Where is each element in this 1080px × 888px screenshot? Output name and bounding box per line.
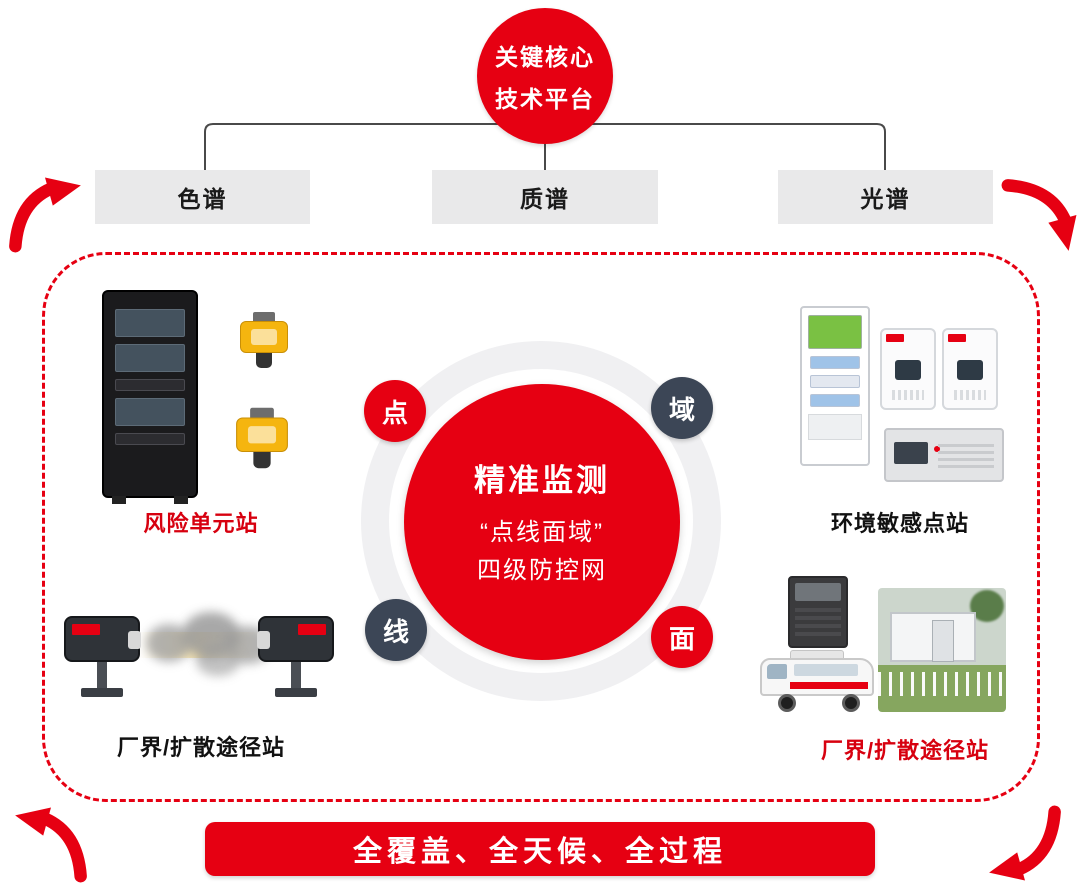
rack-screen — [115, 398, 185, 426]
analyzer-brand-mark — [948, 334, 966, 342]
dashed-monitoring-region — [42, 252, 1040, 802]
center-title: 精准监测 — [474, 463, 610, 499]
monitoring-cabinet-illustration — [800, 306, 870, 466]
monitor-body — [257, 616, 334, 662]
branch-chromatography: 色谱 — [95, 170, 310, 224]
rack-screen — [115, 309, 185, 337]
platform-title-line2: 技术平台 — [495, 86, 595, 112]
bench-instrument-illustration — [884, 428, 1004, 482]
server-rack-illustration — [102, 290, 198, 504]
platform-circle: 关键核心 技术平台 — [477, 8, 613, 144]
platform-title-line1: 关键核心 — [495, 44, 595, 70]
branch-mass-spectrometry: 质谱 — [432, 170, 658, 224]
analyzer-box-illustration — [880, 328, 936, 410]
outdoor-cabinet-illustration — [788, 576, 848, 648]
banner-label: 全覆盖、全天候、全过程 — [352, 836, 727, 868]
monitoring-van-illustration — [760, 650, 876, 712]
rack-slot — [115, 433, 185, 445]
instrument-indicator — [934, 446, 940, 452]
cabinet-grid — [795, 606, 841, 636]
analyzer-brand-mark — [886, 334, 904, 342]
cabinet-base — [808, 414, 862, 440]
station-label-env-sensitive: 环境敏感点站 — [830, 511, 970, 536]
detector-face — [247, 426, 277, 444]
monitor-lens — [128, 631, 141, 649]
instrument-vents — [938, 440, 994, 468]
van-body — [760, 658, 874, 696]
monitor-post — [291, 662, 301, 688]
van-windshield — [767, 664, 787, 679]
instrument-panel — [894, 442, 928, 464]
fence — [878, 672, 1006, 696]
monitor-body — [64, 616, 141, 662]
cabinet-slot — [810, 356, 860, 369]
branch-spectroscopy: 光谱 — [778, 170, 993, 224]
cabinet-slot — [810, 375, 860, 388]
node-point-label: 点 — [381, 397, 408, 428]
center-subtitle-2: 四级防控网 — [477, 556, 607, 584]
gas-detector-illustration — [232, 407, 292, 469]
rack-screen — [115, 344, 185, 372]
detector-sensor — [253, 452, 271, 469]
cabinet-slot — [810, 394, 860, 407]
open-path-monitor-illustration — [257, 616, 334, 697]
monitor-base — [81, 688, 123, 697]
van-wheel — [842, 694, 860, 712]
cabinet-panel — [795, 583, 841, 601]
rack-foot — [112, 496, 126, 504]
node-line: 线 — [365, 599, 427, 661]
analyzer-vent — [892, 390, 924, 400]
open-path-monitor-illustration — [64, 616, 141, 697]
analyzer-window — [895, 360, 921, 380]
detector-cap — [253, 312, 275, 321]
branch-spectroscopy-label: 光谱 — [860, 186, 911, 212]
node-area: 域 — [651, 377, 713, 439]
center-subtitle-1: “点线面域” — [480, 519, 604, 547]
analyzer-window — [957, 360, 983, 380]
cabinet-screen — [808, 315, 862, 349]
station-label-boundary-left: 厂界/扩散途径站 — [116, 735, 286, 760]
station-label-risk-unit: 风险单元站 — [143, 511, 259, 536]
monitor-brand-tag — [298, 624, 326, 635]
curved-arrow-bottom-right-icon — [986, 804, 1064, 882]
monitor-base — [275, 688, 317, 697]
container-door — [932, 620, 954, 662]
van-red-stripe — [790, 682, 868, 689]
node-point: 点 — [364, 380, 426, 442]
gas-detector-illustration — [236, 312, 292, 368]
station-label-boundary-right: 厂界/扩散途径站 — [820, 738, 990, 763]
node-surface-label: 面 — [668, 623, 695, 654]
analyzer-vent — [954, 390, 986, 400]
detector-face — [251, 329, 277, 345]
bottom-banner: 全覆盖、全天候、全过程 — [205, 822, 875, 876]
curved-arrow-top-left-icon — [6, 176, 84, 254]
smoke-cloud — [196, 646, 240, 676]
center-circle: 精准监测 “点线面域” 四级防控网 — [404, 384, 680, 660]
monitor-brand-tag — [72, 624, 100, 635]
detector-cap — [250, 407, 274, 418]
monitor-post — [97, 662, 107, 688]
branch-chromatography-label: 色谱 — [177, 186, 228, 212]
detector-body — [236, 417, 288, 453]
node-line-label: 线 — [382, 616, 409, 647]
van-windows — [794, 664, 858, 676]
node-surface: 面 — [651, 606, 713, 668]
branch-mass-spectrometry-label: 质谱 — [520, 186, 570, 212]
monitor-lens — [257, 631, 270, 649]
container-station-photo — [878, 588, 1006, 712]
curved-arrow-bottom-left-icon — [12, 806, 90, 884]
curved-arrow-top-right-icon — [1000, 176, 1078, 254]
van-wheel — [778, 694, 796, 712]
detector-body — [240, 321, 288, 353]
analyzer-box-illustration — [942, 328, 998, 410]
detector-sensor — [256, 353, 272, 368]
node-area-label: 域 — [668, 394, 695, 425]
rack-slot — [115, 379, 185, 391]
rack-foot — [174, 496, 188, 504]
